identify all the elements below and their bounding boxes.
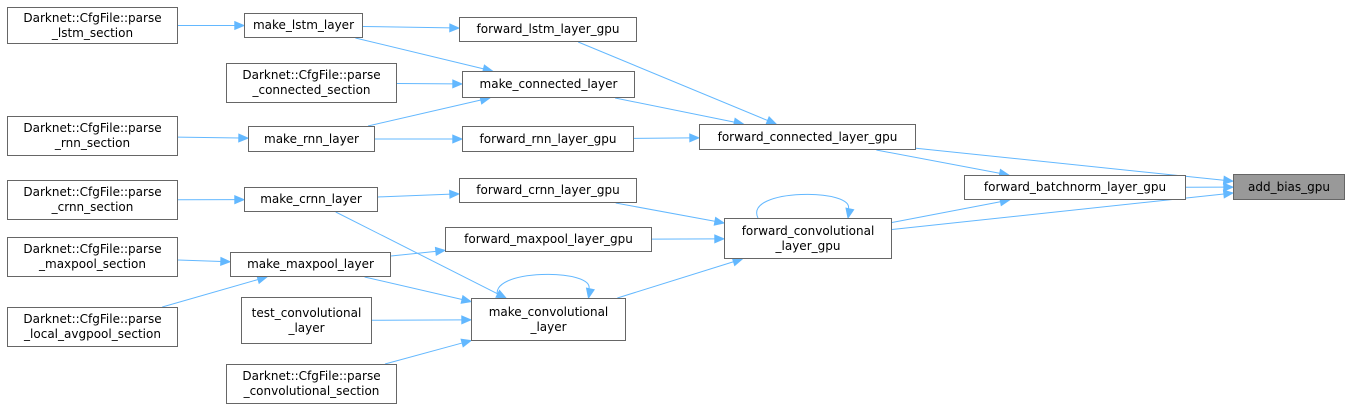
call-edge — [362, 25, 452, 29]
edge-arrowhead — [689, 133, 701, 143]
graph-node-p-lstm[interactable]: Darknet::CfgFile::parse _lstm_section — [7, 7, 178, 44]
graph-node-make-lstm[interactable]: make_lstm_layer — [244, 13, 363, 38]
call-edge — [367, 99, 483, 127]
edge-arrowhead — [460, 294, 473, 304]
edge-arrowhead — [238, 133, 250, 143]
edge-arrowhead — [449, 23, 461, 33]
self-loop-edge — [756, 193, 849, 219]
call-edge — [377, 193, 452, 198]
call-edge — [364, 276, 464, 301]
edge-arrowhead — [1222, 189, 1235, 199]
edge-arrowhead — [234, 20, 246, 31]
edge-arrowhead — [461, 315, 473, 325]
edge-arrowhead — [765, 115, 778, 125]
graph-node-test-conv[interactable]: test_convolutional _layer — [241, 297, 372, 344]
edge-arrowhead — [449, 189, 461, 199]
edge-arrowhead — [845, 207, 855, 220]
graph-node-fwd-conv[interactable]: forward_convolutional _layer_gpu — [724, 218, 892, 259]
graph-node-p-rnn[interactable]: Darknet::CfgFile::parse _rnn_section — [7, 116, 178, 156]
call-edge — [577, 41, 769, 122]
graph-node-make-maxpool[interactable]: make_maxpool_layer — [230, 252, 391, 277]
call-edge — [876, 149, 1002, 175]
edge-arrowhead — [714, 234, 726, 244]
call-edge — [390, 250, 438, 257]
call-edge — [615, 202, 717, 223]
self-loop-edge — [496, 273, 590, 299]
edge-arrowhead — [460, 338, 473, 348]
call-edge — [891, 201, 1002, 223]
graph-node-add-bias[interactable]: add_bias_gpu — [1233, 174, 1345, 200]
edge-arrowhead — [452, 79, 464, 89]
call-edge — [355, 37, 485, 70]
graph-node-make-conv[interactable]: make_convolutional _layer — [471, 298, 626, 341]
edge-arrowhead — [585, 287, 595, 300]
graph-node-make-conn[interactable]: make_connected_layer — [462, 71, 635, 98]
graph-node-fwd-bn[interactable]: forward_batchnorm_layer_gpu — [964, 175, 1186, 200]
call-edge — [177, 259, 223, 262]
call-edge — [177, 136, 241, 139]
graph-node-fwd-maxpool[interactable]: forward_maxpool_layer_gpu — [445, 227, 652, 252]
call-edge — [384, 342, 464, 365]
graph-node-p-local[interactable]: Darknet::CfgFile::parse _local_avgpool_s… — [7, 307, 178, 347]
edge-arrowhead — [731, 257, 744, 267]
graph-node-p-maxpool[interactable]: Darknet::CfgFile::parse _maxpool_section — [7, 237, 178, 277]
edge-arrowhead — [713, 216, 726, 226]
edge-arrowhead — [434, 246, 447, 257]
call-edge — [162, 278, 260, 308]
graph-node-p-conv[interactable]: Darknet::CfgFile::parse _convolutional_s… — [226, 364, 397, 404]
call-edge — [617, 260, 735, 299]
graph-node-p-conn[interactable]: Darknet::CfgFile::parse _connected_secti… — [226, 63, 397, 103]
edge-arrowhead — [452, 134, 464, 144]
graph-node-fwd-lstm[interactable]: forward_lstm_layer_gpu — [459, 17, 637, 42]
edge-arrowhead — [220, 256, 232, 267]
graph-node-fwd-rnn[interactable]: forward_rnn_layer_gpu — [462, 126, 634, 152]
edge-arrowhead — [234, 195, 246, 205]
call-edge — [615, 97, 736, 123]
graph-node-fwd-crnn[interactable]: forward_crnn_layer_gpu — [459, 178, 637, 203]
graph-node-p-crnn[interactable]: Darknet::CfgFile::parse _crnn_section — [7, 180, 178, 220]
edge-arrowhead — [495, 289, 508, 299]
edge-arrowhead — [1222, 175, 1235, 185]
edge-arrowhead — [1223, 182, 1235, 192]
graph-node-make-crnn[interactable]: make_crnn_layer — [244, 187, 378, 212]
graph-node-fwd-conn[interactable]: forward_connected_layer_gpu — [699, 124, 916, 150]
graph-node-make-rnn[interactable]: make_rnn_layer — [248, 126, 375, 152]
